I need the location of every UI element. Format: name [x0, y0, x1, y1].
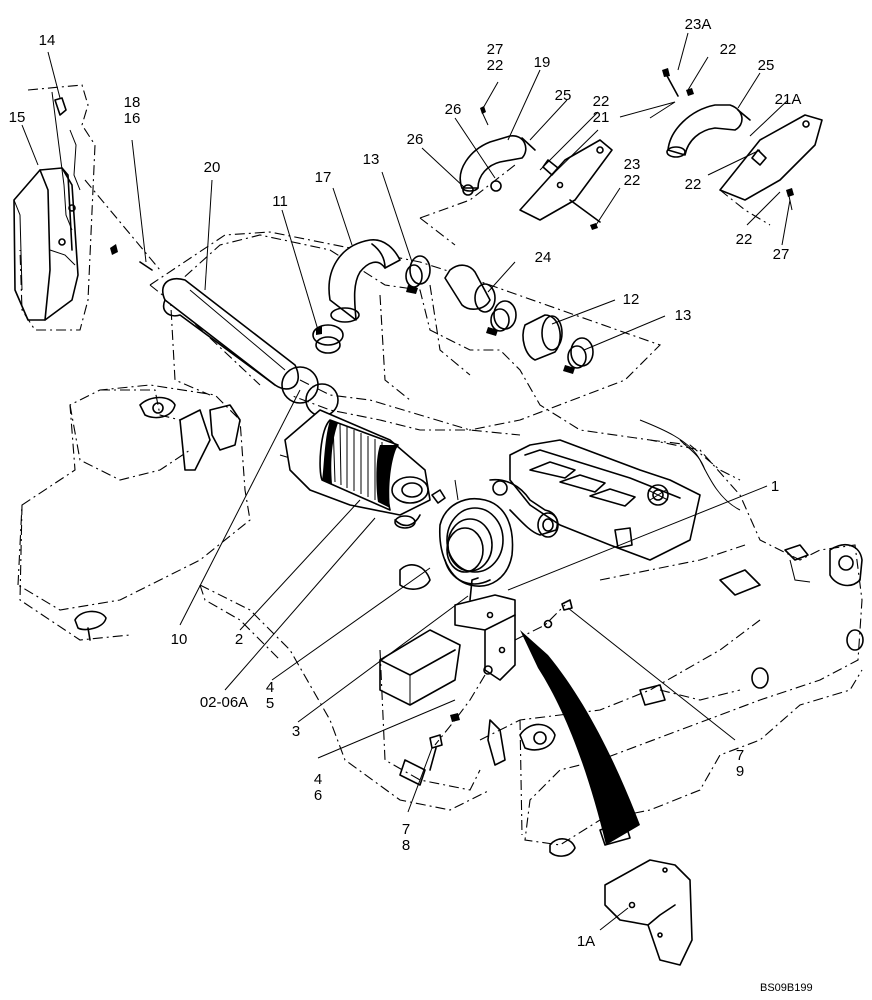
engine-mount-left — [379, 629, 461, 786]
callout-24: 24 — [534, 249, 552, 266]
callout-23A: 23A — [684, 16, 712, 33]
support-bracket-3 — [454, 577, 516, 681]
fastener-stack-7-9 — [514, 599, 573, 641]
callout-18-16: 18 16 — [123, 94, 141, 127]
callout-10: 10 — [170, 631, 188, 648]
callout-26-right: 26 — [444, 101, 462, 118]
detail-arrow — [520, 630, 640, 845]
fastener-stack-7-8 — [429, 665, 493, 771]
callout-25-left: 25 — [554, 87, 572, 104]
loader-frame-outline — [17, 234, 863, 846]
coupler-12 — [522, 314, 563, 361]
air-cleaner — [284, 409, 431, 529]
callout-22-mid-right: 22 — [684, 176, 702, 193]
clamp-13-top — [405, 255, 431, 294]
hose-17 — [328, 239, 401, 323]
callout-22-low-right: 22 — [735, 231, 753, 248]
callout-14: 14 — [38, 32, 56, 49]
callout-21A: 21A — [774, 91, 802, 108]
bolt-18 — [84, 179, 161, 271]
callout-1: 1 — [770, 478, 780, 495]
frame-details-left — [74, 396, 241, 641]
leader-lines — [21, 32, 791, 931]
frame-details-right — [487, 544, 864, 857]
hose-21A-assembly — [662, 68, 823, 226]
side-bracket-15 — [13, 84, 96, 331]
engine-valve-cover — [509, 419, 741, 561]
callout-19: 19 — [533, 54, 551, 71]
callout-26-left: 26 — [406, 131, 424, 148]
callout-02-06A: 02-06A — [199, 694, 249, 711]
turbo-assembly — [399, 478, 559, 590]
tube-24 — [444, 264, 496, 313]
callout-7-9: 7 9 — [735, 747, 745, 780]
callout-27-22-top: 27 22 — [486, 41, 504, 74]
clamp-13-lower — [563, 337, 594, 374]
callout-7-8: 7 8 — [401, 821, 411, 854]
drawing-code: BS09B199 — [760, 982, 813, 994]
callout-4-5: 4 5 — [265, 679, 275, 712]
callout-4-6: 4 6 — [313, 771, 323, 804]
callout-3: 3 — [291, 723, 301, 740]
bracket-1A-detail — [604, 859, 693, 966]
callout-23-22: 23 22 — [623, 156, 641, 189]
cowling-outline — [149, 231, 662, 431]
callout-13-lower: 13 — [674, 307, 692, 324]
clamp-24 — [486, 300, 517, 336]
hose-19-assembly — [419, 106, 613, 246]
intake-tube-20 — [161, 278, 339, 417]
callout-25-right: 25 — [757, 57, 775, 74]
callout-22-21: 22 21 — [592, 93, 610, 126]
callout-12: 12 — [622, 291, 640, 308]
callout-1A: 1A — [576, 933, 596, 950]
callout-27: 27 — [772, 246, 790, 263]
callout-2: 2 — [234, 631, 244, 648]
callout-17: 17 — [314, 169, 332, 186]
callout-22-top-right: 22 — [719, 41, 737, 58]
callout-15: 15 — [8, 109, 26, 126]
callout-20: 20 — [203, 159, 221, 176]
callout-13-top: 13 — [362, 151, 380, 168]
callout-11: 11 — [272, 193, 288, 210]
